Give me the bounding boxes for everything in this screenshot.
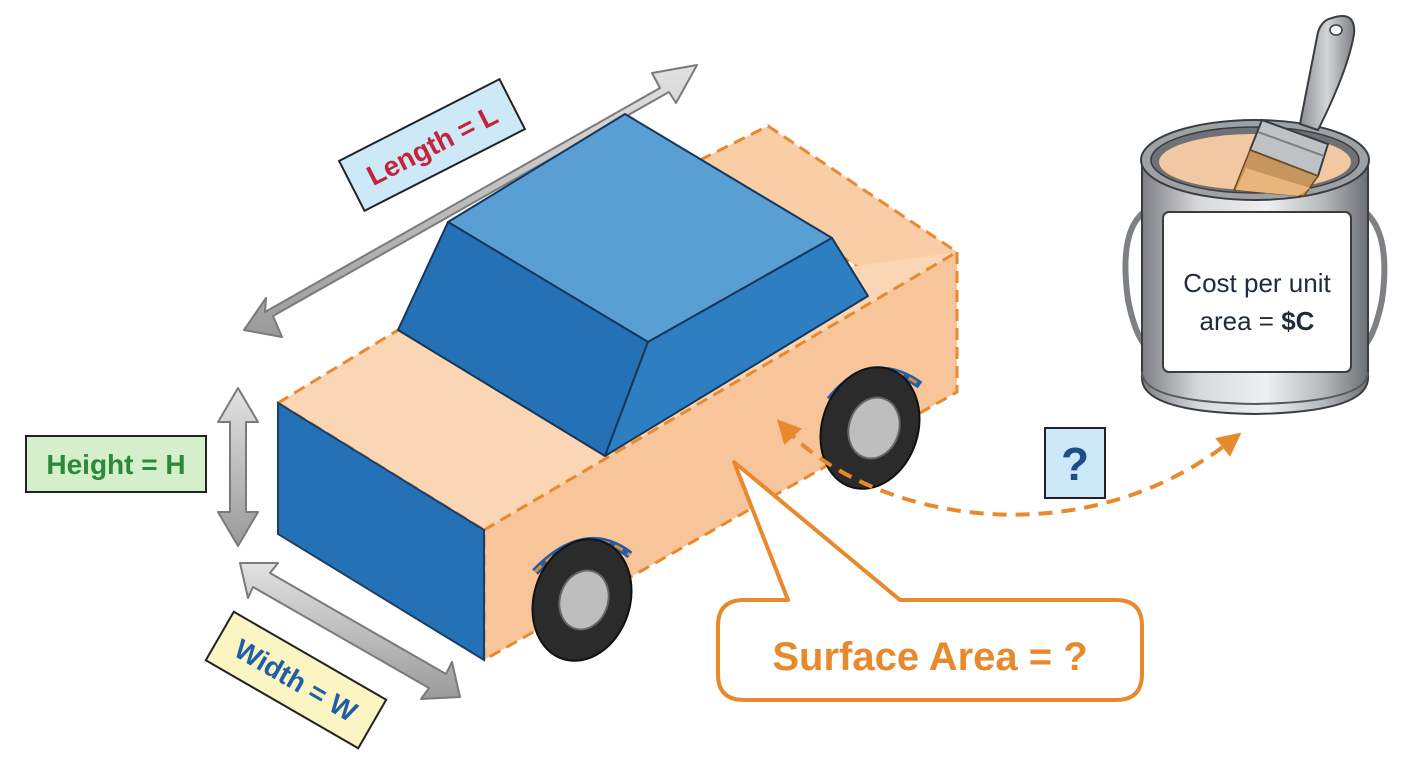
car-body-outline [277, 250, 959, 662]
cost-line2-value: $C [1281, 306, 1314, 336]
front-wheel-icon [531, 537, 633, 662]
cost-line2-prefix: area = [1200, 306, 1282, 336]
width-arrow [239, 562, 461, 700]
paintbrush-icon [1232, 15, 1356, 197]
question-text: ? [1061, 438, 1089, 490]
cost-line2: area = $C [1200, 306, 1315, 336]
surface-area-text: Surface Area = ? [772, 635, 1087, 679]
height-text: Height = H [46, 449, 185, 480]
length-arrow [243, 64, 698, 338]
dashed-cost-arrow [776, 419, 1242, 517]
cabin-side [604, 237, 869, 457]
question-box: ? [1044, 427, 1106, 499]
cost-line1-text: Cost per unit [1183, 268, 1331, 298]
surface-area-callout: Surface Area = ? [716, 460, 1144, 702]
car-front-face [277, 401, 485, 662]
car-body-top-back [697, 124, 960, 298]
height-label: Height = H [25, 435, 207, 493]
height-arrow [217, 387, 259, 547]
